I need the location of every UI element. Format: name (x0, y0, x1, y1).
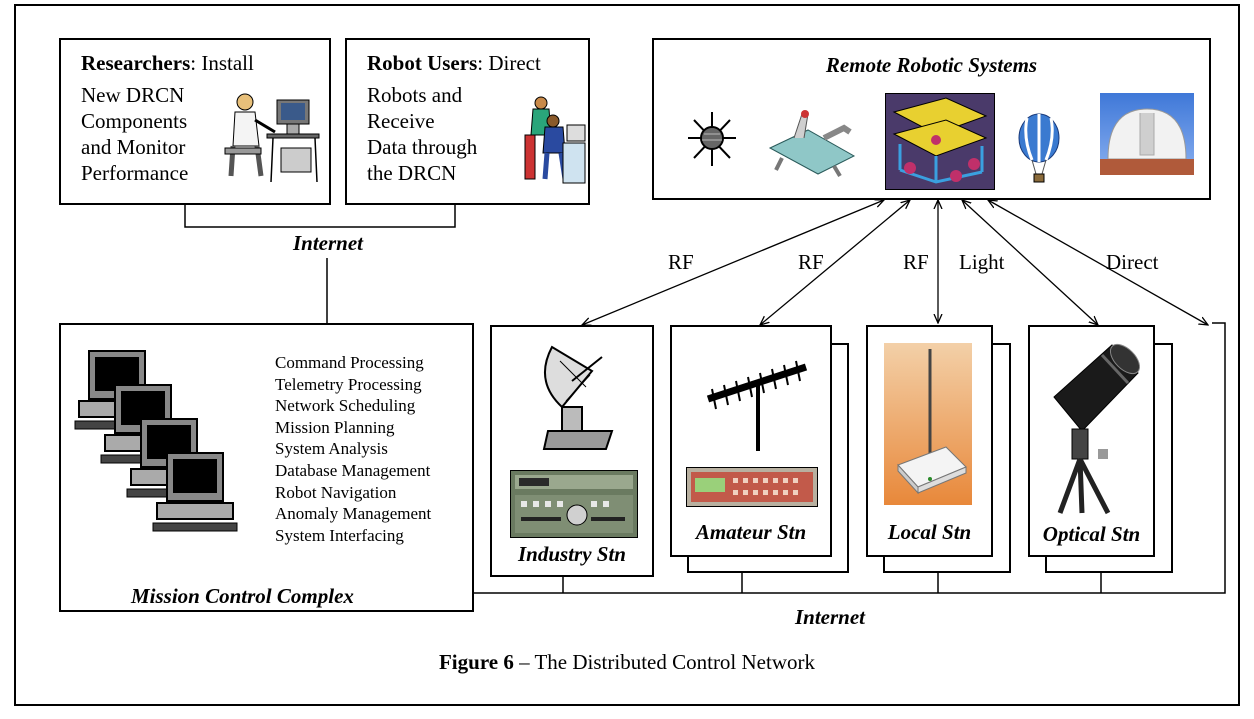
researcher-at-workstation-icon (224, 93, 320, 183)
station-label: Optical Stn (1042, 522, 1141, 546)
industry-radio-rack-icon (510, 470, 638, 538)
mission-control-title: Mission Control Complex (131, 584, 354, 608)
station-label: Industry Stn (518, 542, 626, 566)
robot-users-line: Robots and (367, 83, 463, 107)
mission-control-functions: Command Processing Telemetry Processing … (275, 352, 431, 546)
function-item: Robot Navigation (275, 482, 397, 502)
radio-links (582, 200, 1208, 325)
mission-control-box: Mission Control Complex (59, 323, 474, 612)
optical-station-box: Optical Stn (1028, 325, 1155, 557)
robot-users-icon (524, 96, 586, 184)
industry-station-box: Industry Stn (490, 325, 654, 577)
rover-icon (768, 110, 856, 178)
computer-workstations-icon (74, 350, 238, 532)
satellite-icon (688, 112, 736, 166)
link-label-rf: RF (798, 250, 824, 274)
researchers-line: Performance (81, 161, 189, 185)
link-label-light: Light (959, 250, 1005, 274)
researchers-line: New DRCN (81, 83, 185, 107)
internet-label-bottom: Internet (795, 605, 866, 629)
figure-frame (14, 4, 1240, 706)
internet-label-top: Internet (293, 231, 364, 255)
function-item: System Analysis (275, 439, 388, 459)
robot-users-heading: Robot Users: Direct (367, 51, 541, 75)
function-item: Command Processing (275, 353, 424, 372)
remote-robotic-systems-box: Remote Robotic Systems (652, 38, 1211, 200)
balloon-icon (1018, 113, 1060, 183)
function-item: Anomaly Management (275, 504, 432, 524)
robot-users-line: Receive (367, 109, 435, 133)
walker-robot-icon (885, 93, 995, 190)
function-item: Network Scheduling (275, 396, 416, 416)
researchers-line: and Monitor (81, 135, 186, 159)
link-label-rf: RF (668, 250, 694, 274)
figure-caption: Figure 6 – The Distributed Control Netwo… (438, 650, 816, 674)
station-label: Amateur Stn (695, 520, 807, 544)
function-item: Mission Planning (275, 417, 395, 437)
researchers-box: Researchers: Install New DRCN Components… (59, 38, 331, 205)
yagi-antenna-icon (706, 360, 808, 451)
amateur-station-box: Amateur Stn (670, 325, 832, 557)
link-label-rf: RF (903, 250, 929, 274)
local-station-box: Local Stn (866, 325, 993, 557)
function-item: Database Management (275, 460, 431, 480)
observatory-dome-icon (1100, 93, 1194, 175)
station-label: Local Stn (887, 520, 972, 544)
robot-users-line: the DRCN (367, 161, 457, 185)
dish-antenna-icon (542, 345, 614, 450)
robot-users-line: Data through (367, 135, 478, 159)
local-radio-modem-icon (884, 343, 972, 505)
function-item: Telemetry Processing (275, 374, 422, 394)
telescope-icon (1053, 343, 1141, 515)
link-label-direct: Direct (1106, 250, 1159, 274)
researchers-line: Components (81, 109, 188, 133)
robot-users-box: Robot Users: Direct Robots and Receive D… (345, 38, 590, 205)
remote-systems-title: Remote Robotic Systems (825, 53, 1038, 77)
amateur-transceiver-icon (686, 467, 818, 507)
researchers-heading: Researchers: Install (81, 51, 254, 75)
function-item: System Interfacing (275, 525, 404, 545)
